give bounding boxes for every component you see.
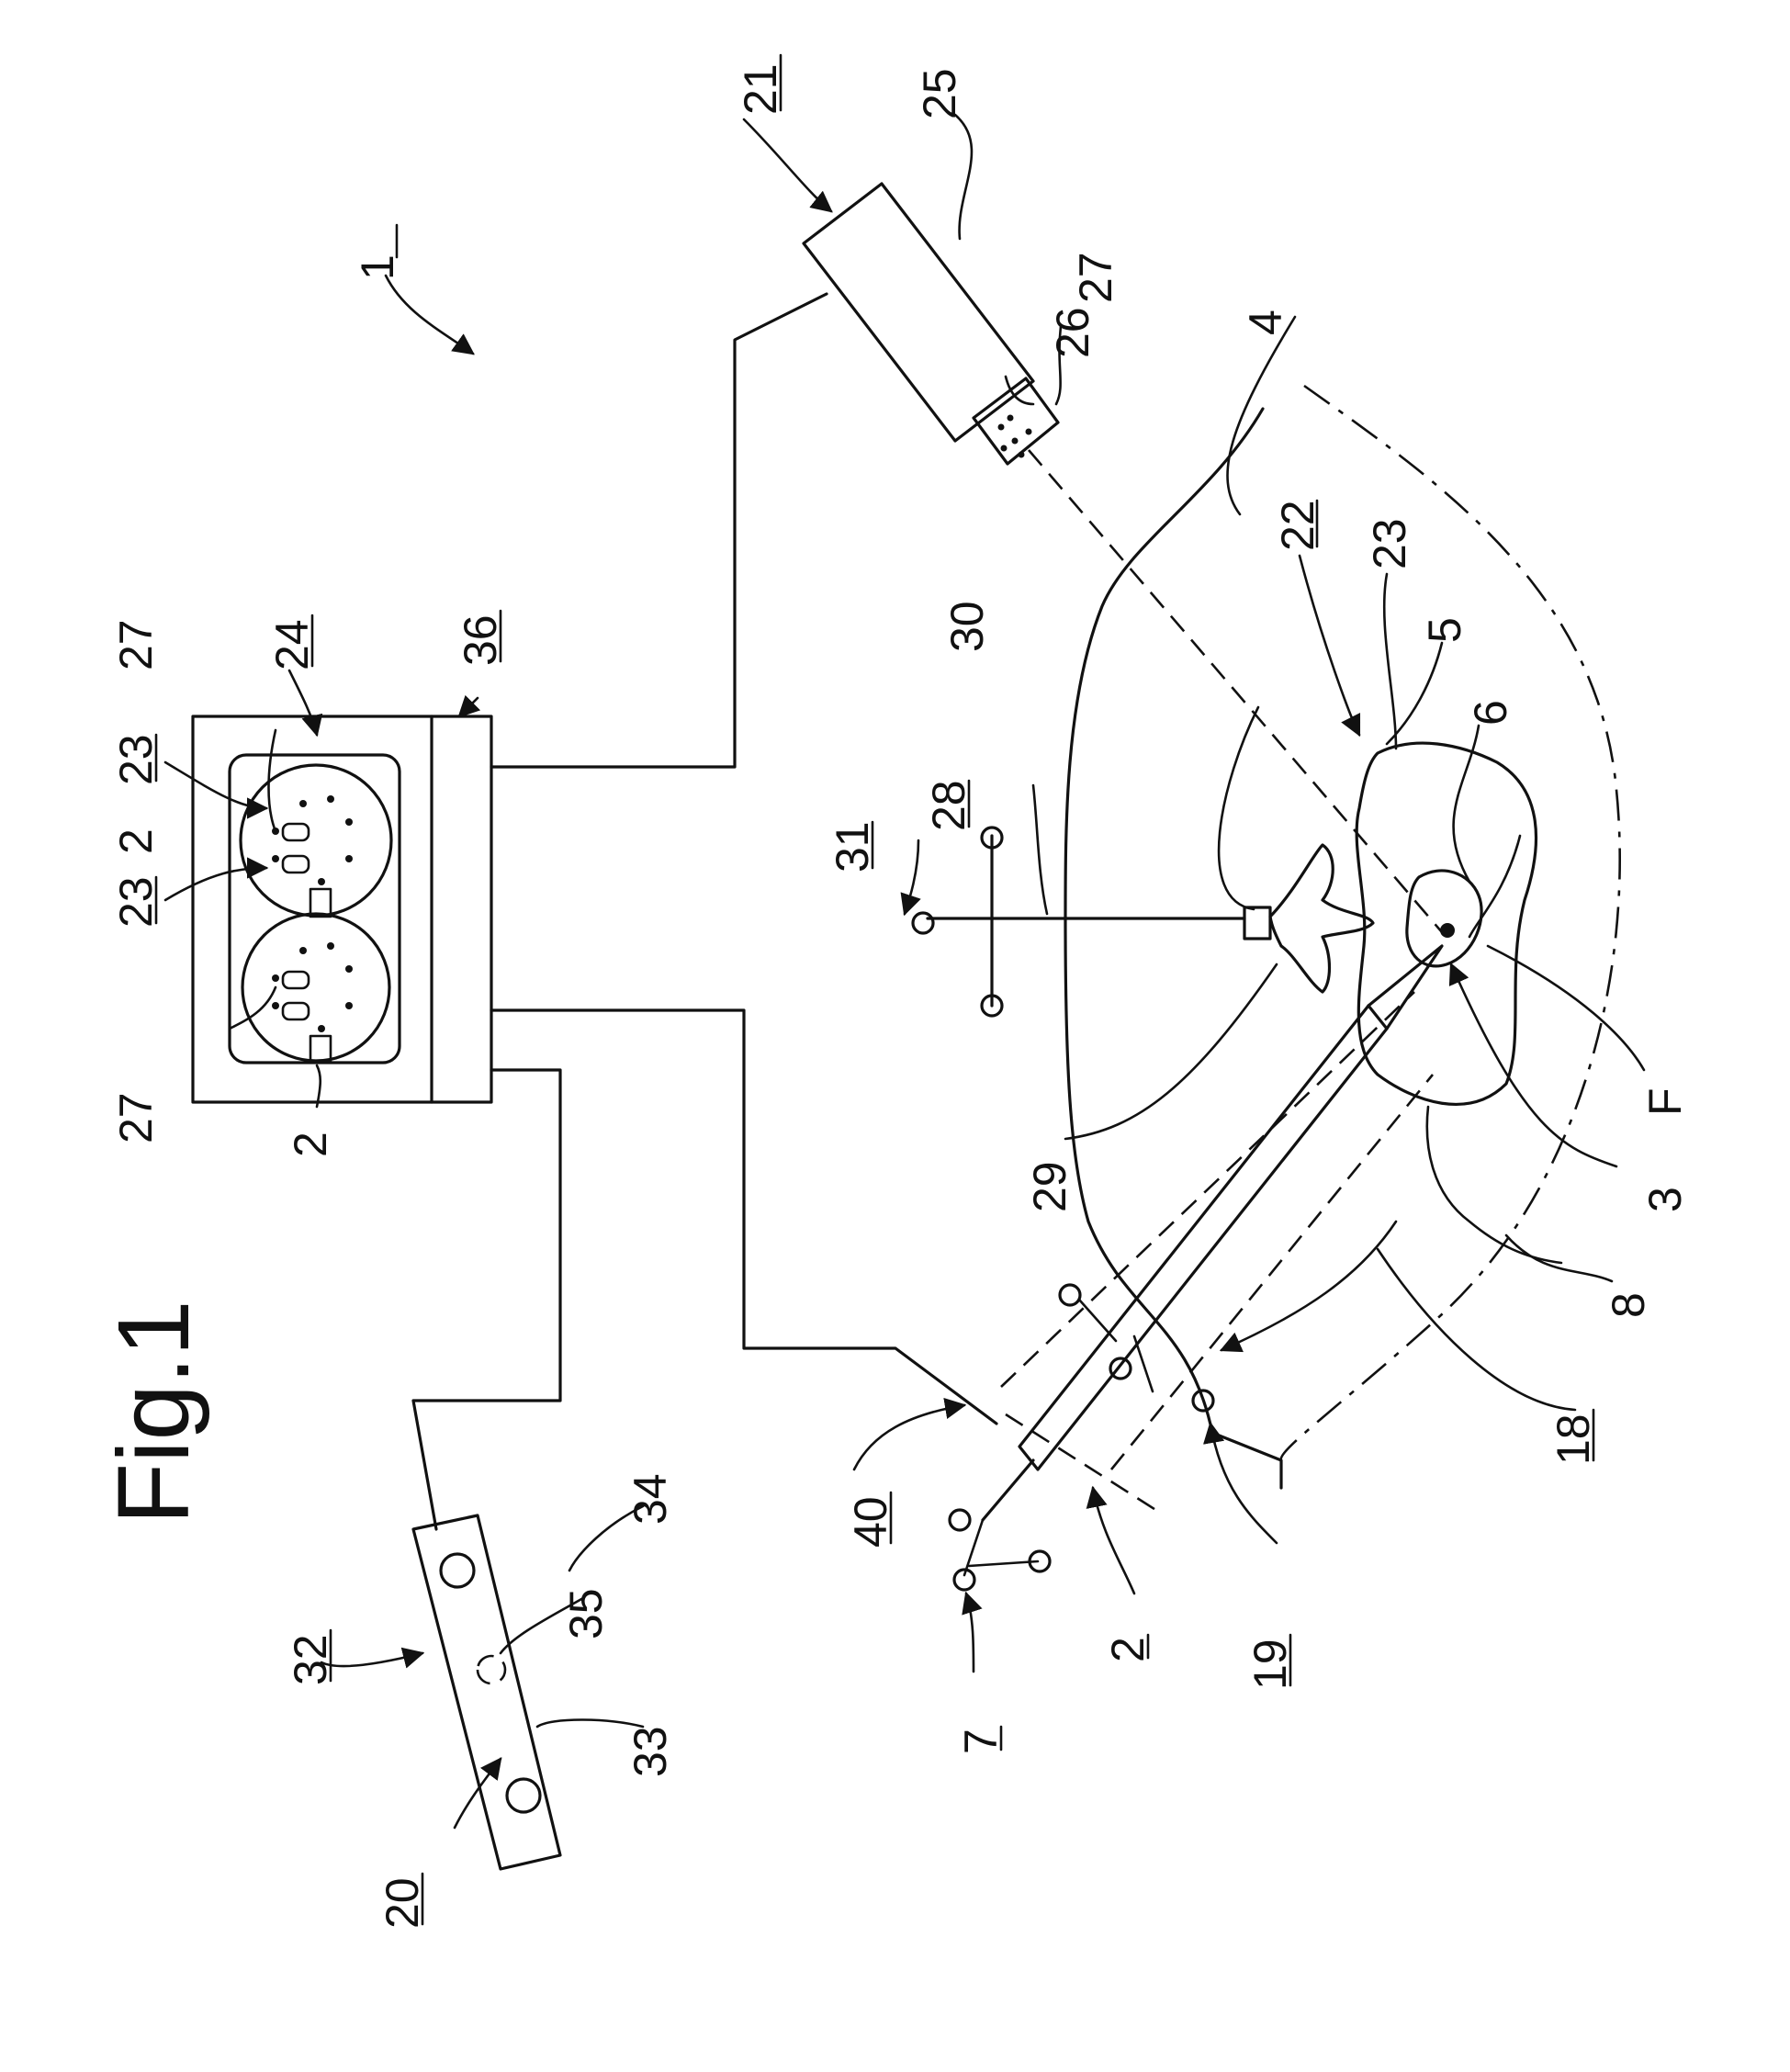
- label-27-projector: 27: [1070, 252, 1121, 303]
- label-6: 6: [1465, 700, 1516, 726]
- figure-title: Fig.1: [97, 1300, 210, 1525]
- reference-marker: [913, 828, 1373, 1016]
- label-31: 31: [827, 821, 878, 873]
- label-28: 28: [923, 780, 974, 831]
- label-34: 34: [625, 1473, 676, 1525]
- label-35: 35: [560, 1588, 612, 1639]
- label-4: 4: [1240, 310, 1291, 335]
- instrument-handle: [983, 1460, 1033, 1520]
- pointer-ball-34: [441, 1554, 474, 1587]
- label-27-bottom: 27: [110, 1092, 162, 1143]
- label-27-top: 27: [110, 619, 162, 670]
- label-30: 30: [941, 601, 993, 652]
- marker-line-40: [1006, 1414, 1157, 1511]
- labels: Fig.1 1 21 25 27 26 4 22 23 5 6 F 3 8 18…: [97, 63, 1691, 1929]
- label-F: F: [1639, 1087, 1691, 1116]
- camera-panel: [230, 755, 400, 1063]
- label-32: 32: [285, 1634, 336, 1685]
- surgical-instrument: [950, 946, 1442, 1590]
- label-21: 21: [735, 63, 786, 115]
- label-40: 40: [845, 1496, 896, 1548]
- instrument-tip: [1368, 946, 1442, 1029]
- label-2-instrument: 2: [1102, 1637, 1154, 1662]
- pointer-device: [413, 1515, 560, 1869]
- focus-point-F: [1440, 923, 1455, 938]
- cable-to-projector: [491, 294, 827, 767]
- label-19: 19: [1244, 1638, 1296, 1690]
- pointer-ball-33: [507, 1779, 540, 1812]
- projection-area-boundary: [1281, 386, 1620, 1460]
- label-23-top: 23: [110, 734, 162, 785]
- tracker-7: [950, 1510, 1050, 1590]
- label-7: 7: [955, 1729, 1007, 1754]
- instrument-axis-dashed-2: [1111, 1075, 1433, 1470]
- control-unit: [193, 716, 491, 1102]
- organ: [1357, 743, 1561, 1263]
- pointer-ball-35: [478, 1656, 505, 1684]
- label-2-top: 2: [110, 828, 162, 854]
- cable-to-instrument: [491, 1010, 996, 1424]
- label-36: 36: [455, 614, 506, 666]
- camera-23-top: [241, 765, 391, 917]
- label-23-organ: 23: [1364, 518, 1415, 569]
- tumor-region-5: [1407, 871, 1481, 966]
- label-24: 24: [266, 619, 318, 670]
- label-3: 3: [1639, 1187, 1691, 1212]
- label-2-bottom: 2: [285, 1132, 336, 1157]
- label-18: 18: [1548, 1413, 1599, 1465]
- projector: [804, 184, 1442, 932]
- body-contour: [1065, 409, 1281, 1488]
- ref-ball-31: [913, 913, 933, 933]
- label-20: 20: [377, 1877, 428, 1929]
- tissue-8: [1427, 1107, 1561, 1263]
- camera-23-bottom: [242, 914, 389, 1062]
- label-33: 33: [625, 1726, 676, 1777]
- projector-lens: [974, 378, 1058, 464]
- label-29: 29: [1024, 1161, 1075, 1212]
- label-22: 22: [1272, 500, 1323, 551]
- label-1: 1: [352, 254, 403, 280]
- label-25: 25: [914, 68, 965, 119]
- vertebra-29: [1270, 845, 1373, 992]
- reference-clamp: [1244, 907, 1270, 939]
- label-5: 5: [1419, 617, 1470, 643]
- projector-body: [804, 184, 1033, 441]
- label-23-bottom: 23: [110, 876, 162, 928]
- control-unit-housing: [193, 716, 491, 1102]
- label-26: 26: [1047, 307, 1098, 358]
- pointer-body: [413, 1515, 560, 1869]
- cables: [413, 294, 996, 1529]
- cable-to-pointer: [413, 1070, 560, 1529]
- label-8: 8: [1603, 1292, 1654, 1318]
